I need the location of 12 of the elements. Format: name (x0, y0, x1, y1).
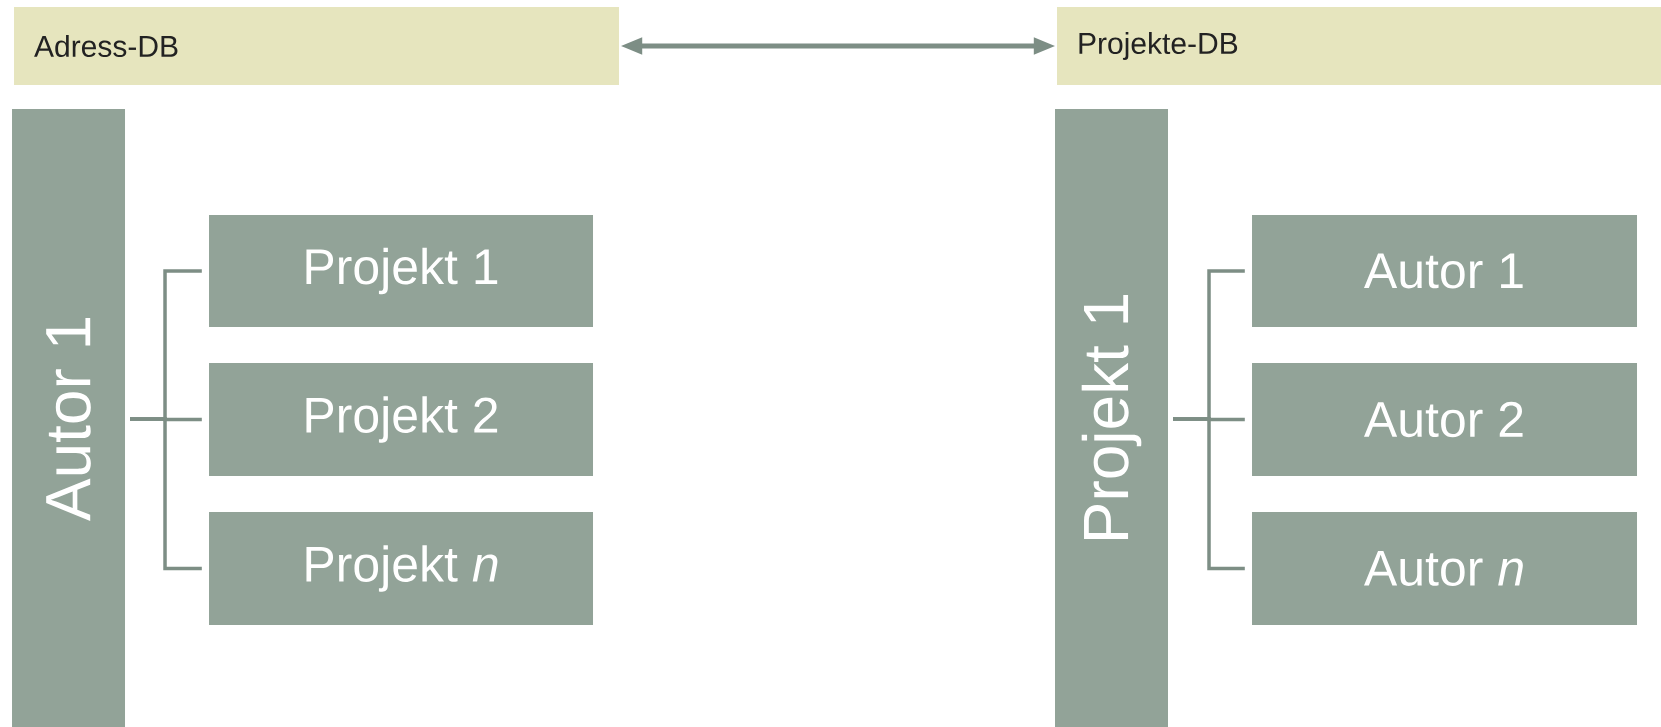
vertical-bar: Projekt 1 (1055, 109, 1168, 727)
item-box: Autor 1 (1252, 215, 1637, 327)
item-box: Projekt n (209, 512, 593, 625)
item-box: Autor 2 (1252, 363, 1637, 476)
item-box: Projekt 1 (209, 215, 593, 327)
bracket-connector (130, 417, 202, 571)
vertical-bar: Autor 1 (12, 109, 125, 727)
item-box: Projekt 2 (209, 363, 593, 476)
database-header: Adress-DB (14, 7, 619, 85)
item-box: Autor n (1252, 512, 1637, 625)
database-header: Projekte-DB (1057, 7, 1661, 85)
bracket-connector (1173, 417, 1245, 571)
